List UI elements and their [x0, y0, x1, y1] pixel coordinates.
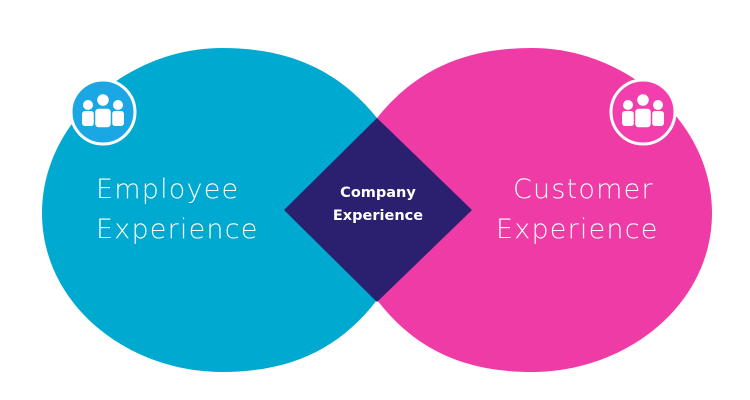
company-label-line1: Company [340, 185, 416, 201]
people-group-icon [82, 92, 124, 129]
people-group-icon [622, 92, 664, 129]
employee-label-line1: Employee [96, 174, 239, 205]
company-label-line2: Experience [333, 208, 423, 224]
customer-badge [609, 78, 677, 146]
customer-label-line2: Experience [496, 214, 659, 245]
customer-label-line1: Customer [513, 174, 654, 205]
employee-badge [69, 78, 137, 146]
company-diamond [284, 118, 472, 302]
employee-label-line2: Experience [96, 214, 259, 245]
